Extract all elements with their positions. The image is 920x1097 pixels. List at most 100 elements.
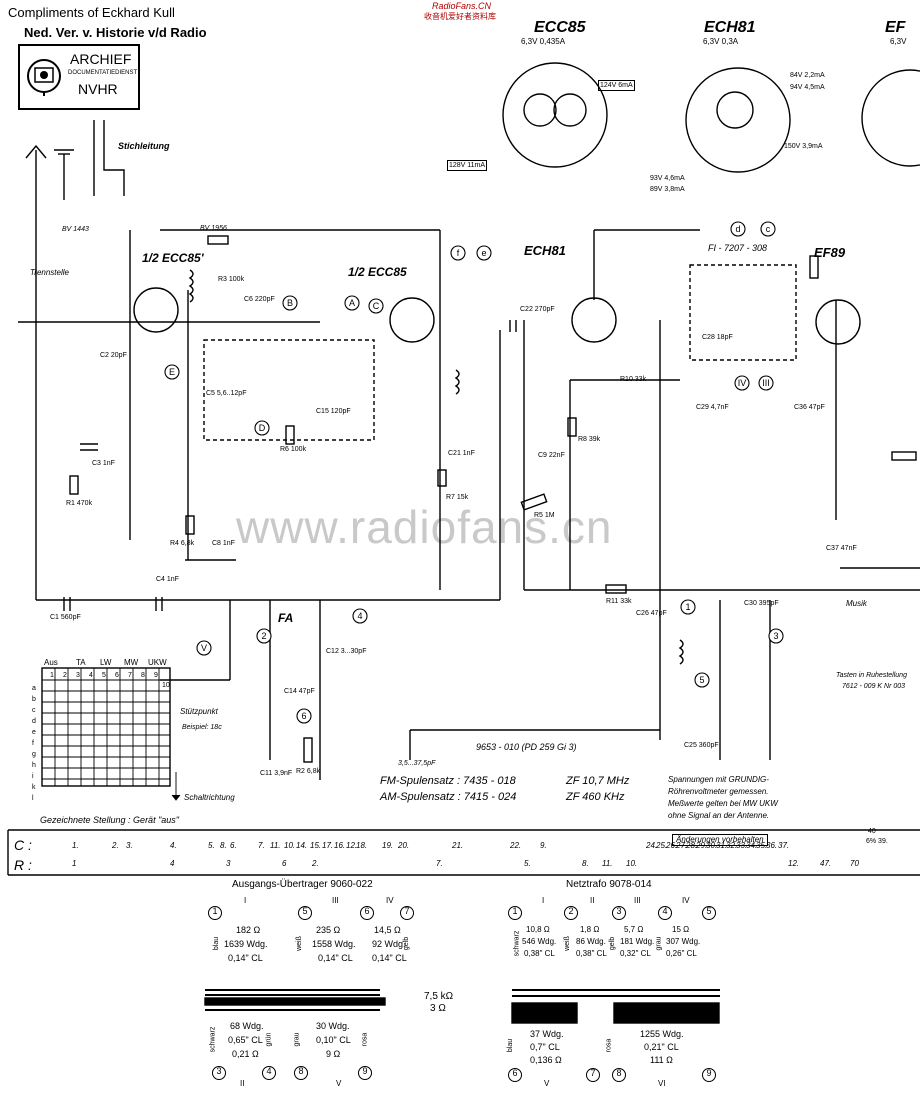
ref-c-index-33: 35. xyxy=(756,841,768,850)
ref-c-index-34: 36. xyxy=(766,841,778,850)
mains-w6-wire: 0,21" CL xyxy=(644,1042,679,1052)
ref-r-index-9: 11. xyxy=(602,859,613,868)
output-roman-4: IV xyxy=(386,896,394,905)
ref-c-index-27: 29. xyxy=(696,841,708,850)
mains-w6-ohm: 111 Ω xyxy=(650,1055,673,1065)
switch-row-f: f xyxy=(32,740,34,747)
ref-r-index-8: 8. xyxy=(582,859,589,868)
output-w2-ohm: 0,21 Ω xyxy=(232,1049,259,1059)
output-color-gruen: grün xyxy=(265,1032,273,1047)
label-am-spulensatz: AM-Spulensatz : 7415 - 024 xyxy=(380,791,517,803)
label-r6: R6 100k xyxy=(280,446,307,453)
label-bv1956: BV 1956 xyxy=(200,225,227,232)
label-r11: R11 33k xyxy=(606,598,632,605)
switch-header-aus: Aus xyxy=(44,658,58,667)
ref-c-index-25: 27. xyxy=(676,841,688,850)
radio-logo-icon xyxy=(27,59,61,96)
ref-r-index-11: 12. xyxy=(788,859,800,868)
ref-c-index-20: 22. xyxy=(510,841,522,850)
svg-text:3: 3 xyxy=(773,631,778,641)
ref-r-index-10: 10. xyxy=(626,859,638,868)
mains-w2-wire: 0,38" CL xyxy=(576,949,607,958)
mains-color-schwarz: schwarz xyxy=(513,930,521,957)
label-tasten: Tasten in Ruhestellung xyxy=(836,672,907,679)
mains-w3-turns: 181 Wdg. xyxy=(620,937,655,946)
switch-col-3: 3 xyxy=(76,672,80,679)
mains-pin-5: 5 xyxy=(702,906,716,920)
output-roman-5: V xyxy=(336,1079,342,1088)
ref-c-index-13: 17. xyxy=(322,841,334,850)
output-color-weiss: weiß xyxy=(295,936,303,951)
ref-r-label: R : xyxy=(14,857,32,873)
mains-w6-turns: 1255 Wdg. xyxy=(640,1029,684,1039)
ref-c-index-21: 9. xyxy=(540,841,547,850)
mains-w4-wire: 0,26" CL xyxy=(666,949,697,958)
ref-c-index-18: 20. xyxy=(398,841,410,850)
switch-header-mw: MW xyxy=(124,658,139,667)
ref-c-index-8: 7. xyxy=(258,841,265,850)
svg-text:5: 5 xyxy=(699,675,704,685)
note-2: Röhrenvoltmeter gemessen. xyxy=(668,787,769,796)
note-aenderungen: Änderungen vorbehalten xyxy=(672,834,768,846)
archive-stamp: ARCHIEF DOCUMENTATIEDIENST NVHR xyxy=(18,44,140,110)
switch-header-ta: TA xyxy=(76,658,86,667)
label-c22: C22 270pF xyxy=(520,306,555,313)
svg-text:1: 1 xyxy=(685,602,690,612)
ref-c-label: C : xyxy=(14,837,32,853)
label-r4: R4 6,8k xyxy=(170,540,195,547)
label-fa: FA xyxy=(278,611,294,625)
mains-w1-turns: 546 Wdg. xyxy=(522,937,557,946)
switch-col-1: 1 xyxy=(50,672,54,679)
ref-r-index-6: 7. xyxy=(436,859,443,868)
svg-text:e: e xyxy=(481,248,486,258)
label-r3: R3 100k xyxy=(218,276,245,283)
ref-c-index-4: 4. xyxy=(170,841,177,850)
label-r1: R1 470k xyxy=(66,500,93,507)
switch-row-g: g xyxy=(32,751,36,758)
ref-c-index-12: 15. xyxy=(310,841,322,850)
ref-c-index-24: 26. xyxy=(666,841,678,850)
ref-c-index-3: 3. xyxy=(126,841,133,850)
output-w2-turns: 68 Wdg. xyxy=(230,1021,264,1031)
mains-transformer-title: Netztrafo 9078-014 xyxy=(566,879,652,890)
label-r5: R5 1M xyxy=(534,512,555,519)
voltage-93: 93V 4,6mA xyxy=(650,175,685,182)
label-ef89: EF89 xyxy=(814,245,846,260)
mains-w3-ohm: 5,7 Ω xyxy=(624,925,644,934)
output-pin-6: 6 xyxy=(360,906,374,920)
mains-w3-wire: 0,32" CL xyxy=(620,949,651,958)
switch-row-a: a xyxy=(32,685,36,692)
switch-row-i: i xyxy=(32,773,34,780)
svg-text:E: E xyxy=(169,367,175,377)
output-pin-7: 7 xyxy=(400,906,414,920)
mains-w4-turns: 307 Wdg. xyxy=(666,937,701,946)
output-pin-5: 5 xyxy=(298,906,312,920)
label-r8: R8 39k xyxy=(578,436,601,443)
switch-col-10: 10 xyxy=(162,682,170,689)
label-c4: C4 1nF xyxy=(156,576,179,583)
switch-col-4: 4 xyxy=(89,672,93,679)
voltage-84: 84V 2,2mA xyxy=(790,72,825,79)
output-color-gelb: gelb xyxy=(403,936,411,951)
switch-col-7: 7 xyxy=(128,672,132,679)
output-w5-turns: 30 Wdg. xyxy=(316,1021,350,1031)
mains-w4-ohm: 15 Ω xyxy=(672,925,690,934)
label-musik: Musik xyxy=(846,599,867,608)
site-title: RadioFans.CN xyxy=(432,1,492,11)
svg-text:d: d xyxy=(735,224,740,234)
mains-roman-4: IV xyxy=(682,896,690,905)
output-w5-wire: 0,10" CL xyxy=(316,1035,351,1045)
ref-c-index-5: 5. xyxy=(208,841,215,850)
label-c3: C3 1nF xyxy=(92,460,115,467)
label-c6: C6 220pF xyxy=(244,296,275,303)
switch-row-h: h xyxy=(32,762,36,769)
svg-text:D: D xyxy=(259,423,266,433)
label-coil-9653: 9653 - 010 (PD 259 Gi 3) xyxy=(476,742,577,752)
ref-c-extra: 40 xyxy=(868,828,876,835)
switch-col-9: 9 xyxy=(154,672,158,679)
tube-spec-2: 6,3V 0,3A xyxy=(703,37,739,46)
output-w3-turns: 1558 Wdg. xyxy=(312,939,356,949)
ref-r-index-1: 1 xyxy=(72,859,77,868)
mains-color-blau: blau xyxy=(507,1038,515,1053)
